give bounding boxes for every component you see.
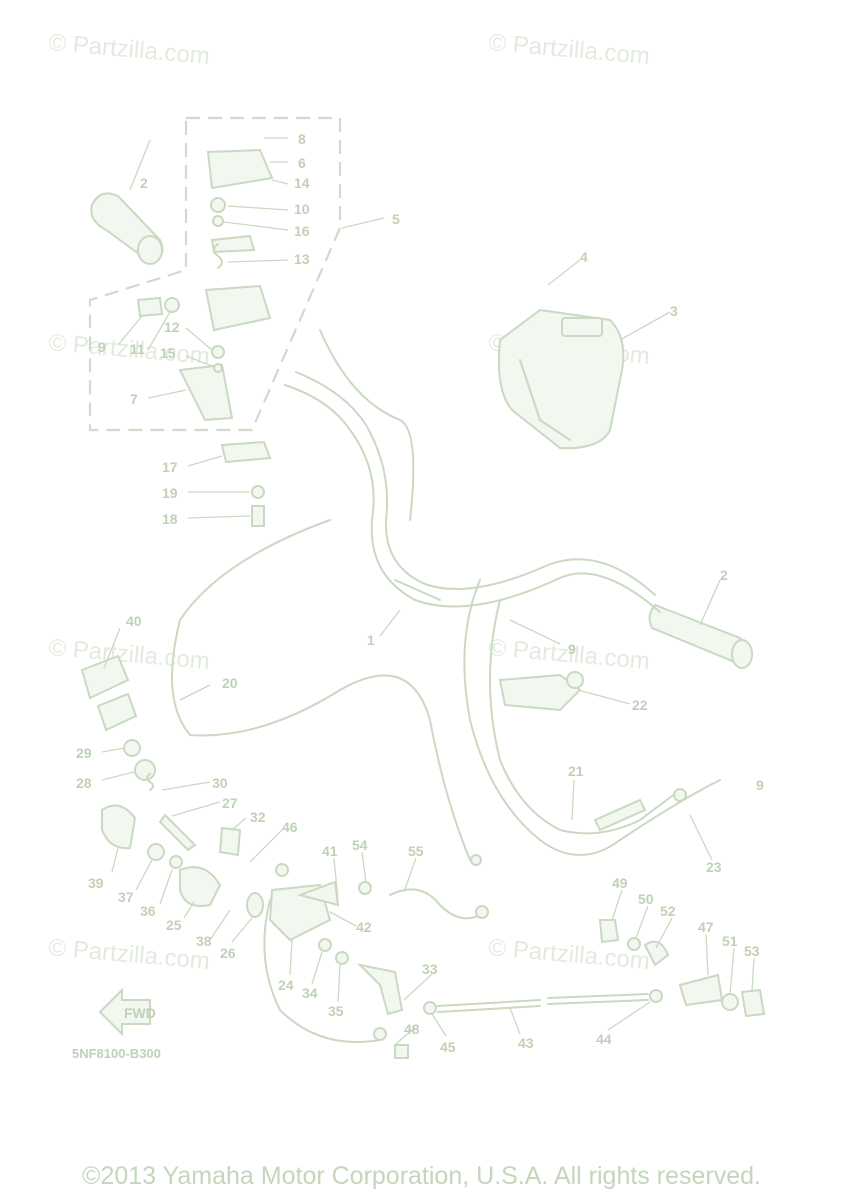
callout-3: 3 xyxy=(670,303,678,319)
callout-25: 25 xyxy=(166,917,182,933)
callout-1: 1 xyxy=(367,632,375,648)
callout-19: 19 xyxy=(162,485,178,501)
callout-32: 32 xyxy=(250,809,266,825)
callout-49: 49 xyxy=(612,875,628,891)
callout-numbers: 1 2 2 3 4 5 6 7 8 9 9 9 10 11 12 13 14 1… xyxy=(76,131,764,1055)
callout-2: 2 xyxy=(140,175,148,191)
fwd-arrow-icon: FWD xyxy=(98,987,156,1037)
callout-9: 9 xyxy=(568,641,576,657)
callout-30: 30 xyxy=(212,775,228,791)
watermark: © Partzilla.com xyxy=(487,29,650,70)
callout-36: 36 xyxy=(140,903,156,919)
callout-35: 35 xyxy=(328,1003,344,1019)
callout-51: 51 xyxy=(722,933,738,949)
callout-17: 17 xyxy=(162,459,178,475)
callout-33: 33 xyxy=(422,961,438,977)
leader-lines xyxy=(101,137,755,1045)
callout-5: 5 xyxy=(392,211,400,227)
callout-50: 50 xyxy=(638,891,654,907)
callout-10: 10 xyxy=(294,201,310,217)
callout-29: 29 xyxy=(76,745,92,761)
callout-8: 8 xyxy=(298,131,306,147)
callout-28: 28 xyxy=(76,775,92,791)
callout-47: 47 xyxy=(698,919,714,935)
callout-41: 41 xyxy=(322,843,338,859)
copyright-notice: ©2013 Yamaha Motor Corporation, U.S.A. A… xyxy=(82,1162,761,1190)
callout-53: 53 xyxy=(744,943,760,959)
throttle-parts xyxy=(80,654,409,1059)
callout-13: 13 xyxy=(294,251,310,267)
callout-45: 45 xyxy=(440,1039,456,1055)
callout-39: 39 xyxy=(88,875,104,891)
callout-34: 34 xyxy=(302,985,318,1001)
callout-9: 9 xyxy=(756,777,764,793)
callout-26: 26 xyxy=(220,945,236,961)
callout-14: 14 xyxy=(294,175,310,191)
switch-housing xyxy=(497,308,625,450)
callout-20: 20 xyxy=(222,675,238,691)
callout-7: 7 xyxy=(130,391,138,407)
watermark: © Partzilla.com xyxy=(47,634,210,675)
watermark: © Partzilla.com xyxy=(47,934,210,975)
callout-23: 23 xyxy=(706,859,722,875)
callout-43: 43 xyxy=(518,1035,534,1051)
lever-assembly xyxy=(136,148,274,527)
assembly-outline xyxy=(88,116,342,432)
callout-2: 2 xyxy=(720,567,728,583)
callout-27: 27 xyxy=(222,795,238,811)
cables xyxy=(171,329,721,1043)
callout-22: 22 xyxy=(632,697,648,713)
callout-6: 6 xyxy=(298,155,306,171)
callout-54: 54 xyxy=(352,837,368,853)
callout-55: 55 xyxy=(408,843,424,859)
cable-ends xyxy=(470,671,687,919)
callout-4: 4 xyxy=(580,249,588,265)
callout-37: 37 xyxy=(118,889,134,905)
callout-52: 52 xyxy=(660,903,676,919)
callout-11: 11 xyxy=(130,341,145,357)
callout-21: 21 xyxy=(568,763,584,779)
right-grip xyxy=(648,603,753,669)
callout-24: 24 xyxy=(278,977,294,993)
callout-38: 38 xyxy=(196,933,212,949)
callout-48: 48 xyxy=(404,1021,420,1037)
callout-12: 12 xyxy=(164,319,180,335)
watermark: © Partzilla.com xyxy=(487,934,650,975)
callout-9: 9 xyxy=(98,339,106,355)
callout-42: 42 xyxy=(356,919,372,935)
watermark: © Partzilla.com xyxy=(47,29,210,70)
callout-40: 40 xyxy=(126,613,142,629)
left-grip xyxy=(90,192,164,265)
callout-18: 18 xyxy=(162,511,178,527)
diagram-code: 5NF8100-B300 xyxy=(72,1046,161,1061)
fwd-label: FWD xyxy=(124,1005,156,1021)
callout-44: 44 xyxy=(596,1031,612,1047)
callout-16: 16 xyxy=(294,223,310,239)
linkage-rod xyxy=(423,919,766,1018)
callout-15: 15 xyxy=(160,345,176,361)
callout-46: 46 xyxy=(282,819,298,835)
handlebar xyxy=(284,371,661,613)
